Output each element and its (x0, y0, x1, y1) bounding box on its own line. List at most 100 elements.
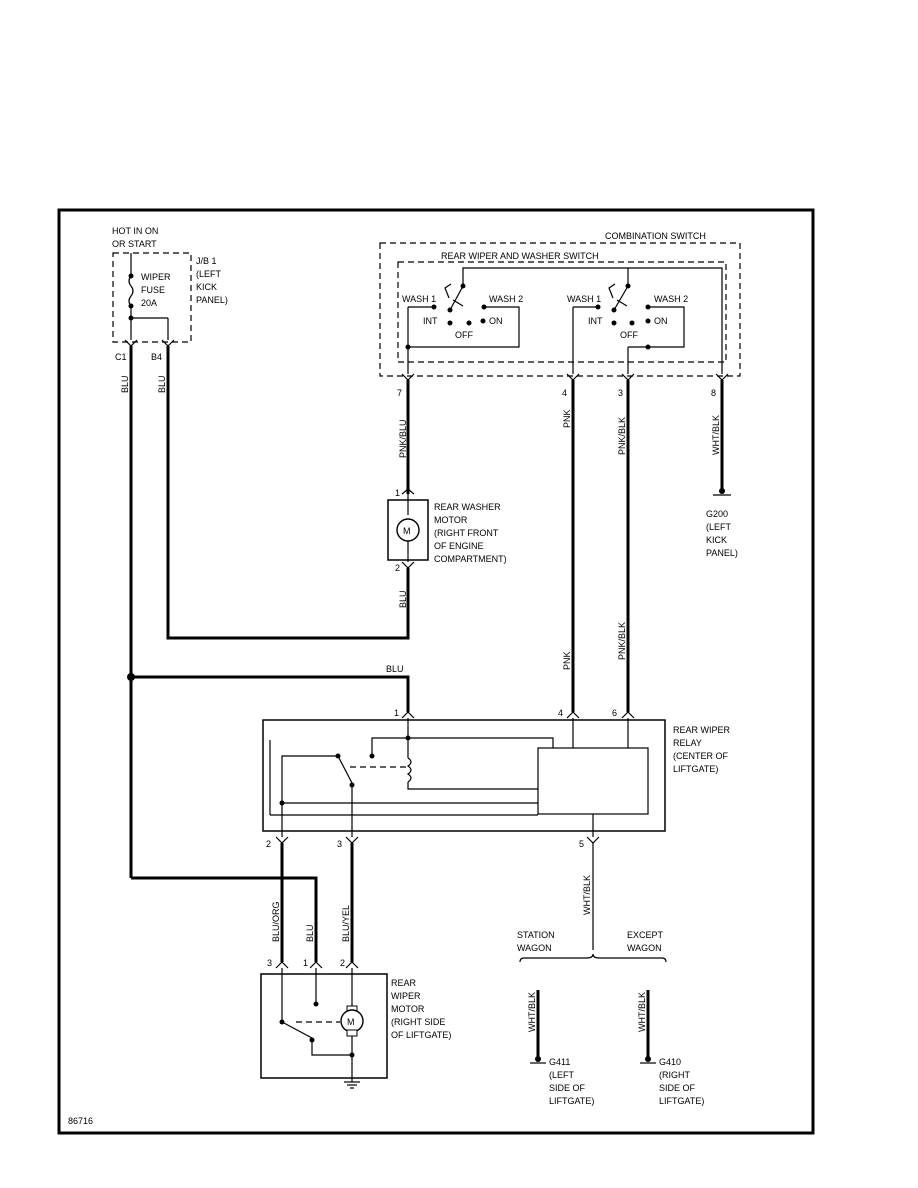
svg-text:LIFTGATE): LIFTGATE) (673, 764, 718, 774)
ground-g200: G200 (LEFT KICK PANEL) (706, 488, 738, 558)
svg-text:PNK: PNK (562, 651, 572, 670)
svg-text:WAGON: WAGON (517, 943, 552, 953)
svg-text:WIPER: WIPER (391, 991, 421, 1001)
svg-text:2: 2 (266, 839, 271, 849)
svg-text:SIDE OF: SIDE OF (549, 1083, 586, 1093)
svg-text:KICK: KICK (706, 535, 727, 545)
svg-text:3: 3 (337, 839, 342, 849)
svg-text:WASH 1: WASH 1 (402, 294, 436, 304)
diagram-id: 86716 (68, 1116, 93, 1126)
svg-text:OF LIFTGATE): OF LIFTGATE) (391, 1030, 451, 1040)
svg-text:INT: INT (423, 316, 438, 326)
svg-text:2: 2 (340, 958, 345, 968)
svg-text:3: 3 (267, 958, 272, 968)
svg-text:SIDE OF: SIDE OF (659, 1083, 696, 1093)
svg-text:PANEL): PANEL) (706, 548, 738, 558)
svg-text:FUSE: FUSE (141, 285, 165, 295)
svg-text:PNK/BLU: PNK/BLU (398, 419, 408, 458)
svg-text:BLU: BLU (157, 375, 167, 393)
svg-text:BLU: BLU (120, 375, 130, 393)
svg-text:LIFTGATE): LIFTGATE) (659, 1096, 704, 1106)
svg-text:BLU/YEL: BLU/YEL (341, 905, 351, 942)
svg-text:REAR WASHER: REAR WASHER (434, 502, 501, 512)
wire-blu-to-motor (131, 876, 318, 962)
ground-g410: G410 (RIGHT SIDE OF LIFTGATE) (640, 1056, 704, 1106)
svg-text:G200: G200 (706, 509, 728, 519)
svg-text:WHT/BLK: WHT/BLK (637, 992, 647, 1032)
svg-text:(CENTER OF: (CENTER OF (673, 751, 729, 761)
ground-g411: G411 (LEFT SIDE OF LIFTGATE) (530, 1056, 594, 1106)
svg-text:REAR WIPER AND WASHER SWITCH: REAR WIPER AND WASHER SWITCH (441, 251, 599, 261)
svg-text:BLU: BLU (305, 924, 315, 942)
svg-text:ON: ON (654, 316, 668, 326)
svg-text:WASH 2: WASH 2 (489, 294, 523, 304)
svg-text:BLU/ORG: BLU/ORG (271, 901, 281, 942)
svg-text:MOTOR: MOTOR (434, 515, 468, 525)
relay-internal (269, 718, 649, 831)
junction-block-box (112, 252, 192, 343)
svg-text:C1: C1 (115, 352, 127, 362)
svg-text:2: 2 (395, 563, 400, 573)
svg-text:BLU: BLU (398, 590, 408, 608)
svg-text:PNK: PNK (562, 409, 572, 428)
svg-text:BLU: BLU (386, 664, 404, 674)
svg-text:(LEFT: (LEFT (706, 522, 732, 532)
svg-text:WHT/BLK: WHT/BLK (582, 875, 592, 915)
svg-text:REAR WIPER: REAR WIPER (673, 725, 731, 735)
svg-text:PNK/BLK: PNK/BLK (617, 622, 627, 660)
combination-switch-box (379, 242, 741, 377)
svg-text:COMBINATION SWITCH: COMBINATION SWITCH (605, 231, 706, 241)
svg-text:ON: ON (489, 316, 503, 326)
svg-text:7: 7 (397, 388, 402, 398)
svg-text:COMPARTMENT): COMPARTMENT) (434, 554, 507, 564)
relay-pins-top: 1 4 6 (394, 708, 635, 719)
svg-text:B4: B4 (151, 352, 162, 362)
svg-text:4: 4 (558, 708, 563, 718)
switch-section-right: WASH 1 WASH 2 INT ON OFF (462, 267, 723, 374)
svg-text:3: 3 (618, 388, 623, 398)
svg-text:4: 4 (562, 388, 567, 398)
svg-text:LIFTGATE): LIFTGATE) (549, 1096, 594, 1106)
svg-text:EXCEPT: EXCEPT (627, 930, 664, 940)
svg-text:WHT/BLK: WHT/BLK (711, 415, 721, 455)
svg-text:(RIGHT FRONT: (RIGHT FRONT (434, 528, 499, 538)
wire-blu-b4 (166, 346, 410, 640)
svg-text:WIPER: WIPER (141, 272, 171, 282)
svg-text:1: 1 (303, 958, 308, 968)
svg-text:OF ENGINE: OF ENGINE (434, 541, 484, 551)
wiper-washer-switch-box (397, 261, 727, 363)
svg-text:M: M (347, 1017, 355, 1027)
svg-text:HOT IN ON: HOT IN ON (112, 226, 158, 236)
svg-text:J/B 1: J/B 1 (196, 256, 217, 266)
rear-wiper-relay-box (262, 719, 666, 832)
svg-text:(RIGHT: (RIGHT (659, 1070, 690, 1080)
wire-blu-to-relay (131, 675, 410, 712)
svg-text:1: 1 (395, 488, 400, 498)
svg-text:INT: INT (588, 316, 603, 326)
svg-text:20A: 20A (141, 298, 157, 308)
fuse-connectors: C1 B4 (115, 339, 175, 362)
power-source: HOT IN ON OR START (112, 226, 158, 249)
svg-text:M: M (403, 526, 411, 536)
switch-section-left: WASH 1 WASH 2 INT ON OFF (402, 283, 523, 374)
svg-text:8: 8 (711, 388, 716, 398)
diagram-frame (57, 208, 815, 1135)
relay-label: REAR WIPER RELAY (CENTER OF LIFTGATE) (673, 725, 731, 774)
svg-text:RELAY: RELAY (673, 738, 702, 748)
svg-text:PANEL): PANEL) (196, 295, 228, 305)
svg-text:REAR: REAR (391, 978, 417, 988)
svg-text:G410: G410 (659, 1057, 681, 1067)
switch-pins: 7 4 3 8 (397, 373, 729, 398)
svg-text:WASH 2: WASH 2 (654, 294, 688, 304)
svg-text:1: 1 (394, 708, 399, 718)
svg-text:G411: G411 (549, 1057, 570, 1067)
relay-pins-bottom: 2 3 5 (266, 831, 600, 849)
svg-text:OR START: OR START (112, 239, 157, 249)
wiper-fuse: WIPER FUSE 20A (128, 253, 171, 340)
svg-text:OFF: OFF (620, 330, 638, 340)
svg-text:(RIGHT SIDE: (RIGHT SIDE (391, 1017, 445, 1027)
ground-variant-split: STATION WAGON EXCEPT WAGON (517, 930, 667, 963)
svg-text:STATION: STATION (517, 930, 555, 940)
junction-block-label: J/B 1 (LEFT KICK PANEL) (196, 256, 228, 305)
